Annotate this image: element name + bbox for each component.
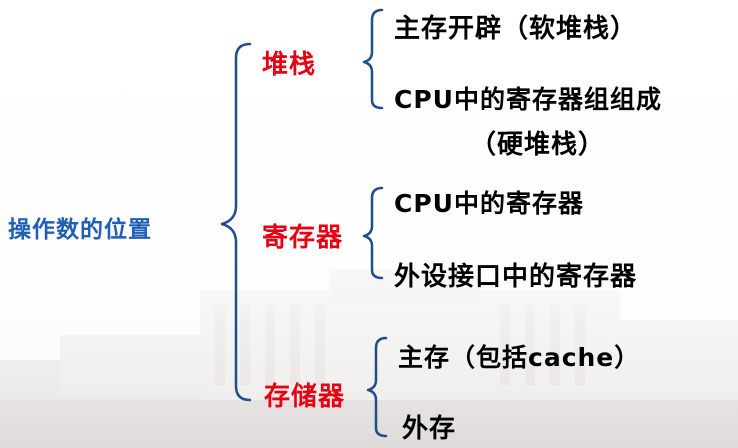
leaf-software-stack: 主存开辟（软堆栈） xyxy=(394,14,638,44)
category-stack: 堆栈 xyxy=(262,50,317,80)
leaf-external-memory: 外存 xyxy=(402,414,457,444)
leaf-peripheral-register: 外设接口中的寄存器 xyxy=(394,262,638,292)
leaf-cpu-register: CPU中的寄存器 xyxy=(394,189,584,218)
category-memory: 存储器 xyxy=(264,382,346,412)
register-brace xyxy=(362,186,384,280)
memory-brace xyxy=(366,336,388,438)
root-label: 操作数的位置 xyxy=(8,217,152,243)
category-register: 寄存器 xyxy=(262,223,344,253)
stack-brace xyxy=(362,8,384,110)
leaf-hardware-stack: （硬堆栈） xyxy=(470,130,606,160)
leaf-main-memory: 主存（包括cache） xyxy=(398,343,641,372)
leaf-cpu-register-group: CPU中的寄存器组组成 xyxy=(394,85,662,114)
main-brace xyxy=(220,42,252,402)
